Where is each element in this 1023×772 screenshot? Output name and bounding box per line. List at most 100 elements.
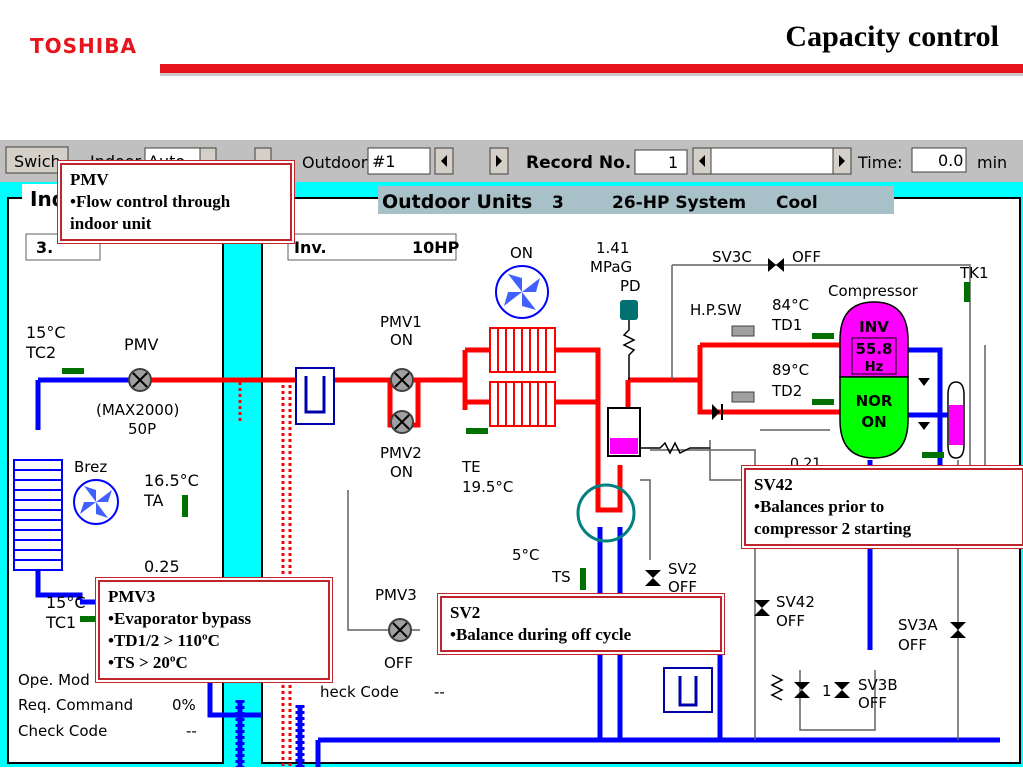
switch-button-label: Swich [14, 152, 61, 171]
sv3c-valve-right [776, 258, 784, 272]
outdoor-header-system: 26-HP System [612, 193, 746, 213]
callout-pmv: PMV •Flow control through indoor unit [60, 163, 292, 241]
outdoor-header-count: 3 [552, 193, 564, 213]
sv2-label: SV2 [668, 560, 697, 578]
ope-mode-label: Ope. Mod [18, 671, 90, 689]
sub-accumulator-u-tube [678, 676, 698, 707]
tc1-label: TC1 [45, 613, 76, 632]
pmv2-label: PMV2 [380, 444, 422, 462]
tk1-tank-level [949, 405, 963, 445]
slide-title: Capacity control [785, 20, 999, 53]
outdoor-fan-blade [508, 274, 522, 292]
time-label: Time: [857, 153, 903, 172]
sv42-label: SV42 [776, 593, 815, 611]
sv3a-valve-lower [950, 630, 966, 638]
pmv1-label: PMV1 [380, 313, 422, 331]
hpsw-label: H.P.SW [690, 301, 742, 319]
inv-comp-label: INV [859, 318, 889, 336]
sv3a-state: OFF [898, 636, 927, 654]
sv3b-check-valve-lower [794, 690, 810, 698]
oil-check-valve2-icon [918, 422, 930, 430]
record-prev-arrow-icon [699, 155, 705, 167]
outdoor-label: Outdoor [302, 153, 368, 172]
pressure-unit: MPaG [590, 258, 632, 276]
tc1-temp: 15°C [46, 593, 86, 612]
record-label: Record No. [526, 153, 631, 173]
fan-on-label: ON [510, 244, 533, 262]
callout-sv2-line: •Balance during off cycle [450, 625, 632, 644]
td3-sensor-icon [922, 452, 944, 458]
sv2-state: OFF [668, 578, 697, 596]
sv3b-valve-lower [834, 690, 850, 698]
sv3b-valve-icon [834, 682, 850, 690]
accumulator-u-tube [304, 376, 326, 414]
indoor-check-code-label: Check Code [18, 722, 107, 740]
sv3c-valve-icon [768, 258, 776, 272]
indoor-fan-blade [96, 502, 108, 518]
tc2-temp: 15°C [26, 323, 66, 342]
time-unit: min [977, 153, 1007, 172]
header-red-rule [160, 64, 1023, 73]
indoor-coil-icon [13, 459, 63, 571]
hpsw-icon [731, 325, 755, 337]
nor-compressor-icon [839, 376, 909, 459]
compressor-label: Compressor [828, 282, 919, 300]
indoor-check-code-value: -- [186, 722, 197, 740]
indoor-pressure: 0.25 [144, 557, 180, 576]
brez-label: Brez [74, 458, 107, 476]
inv-label: Inv. [294, 238, 327, 257]
record-input-value: 1 [668, 153, 678, 172]
tk1-sensor-icon [964, 282, 970, 302]
te-label: TE [461, 458, 481, 476]
inv-freq: 55.8 [855, 340, 892, 358]
outdoor-select[interactable] [367, 147, 431, 175]
pmv-label: PMV [124, 335, 158, 354]
check-valve-icon [712, 404, 720, 420]
switch-button[interactable] [5, 146, 69, 174]
oil-separator-level [610, 438, 638, 454]
pd-sensor-spring [622, 320, 636, 380]
record-input[interactable] [634, 149, 688, 175]
sv42-state: OFF [776, 612, 805, 630]
callout-sv2-title: SV2 [450, 603, 481, 622]
heat-exchanger-icon [576, 483, 636, 543]
callout-sv42: SV42 •Balances prior to compressor 2 sta… [744, 468, 1023, 546]
tc2-label: TC2 [25, 343, 56, 362]
sv42-valve-icon [754, 600, 770, 608]
tc2-sensor-icon [62, 368, 84, 374]
outdoor-fan-blade [522, 292, 536, 310]
pmv2-valve-cross [394, 414, 410, 430]
req-command-label: Req. Command [18, 696, 133, 714]
toshiba-logo: TOSHIBA [30, 34, 137, 58]
indoor-title-bg [22, 184, 58, 210]
sv3c-state: OFF [792, 248, 821, 266]
inv-compressor-icon [839, 301, 909, 378]
pmv-max: (MAX2000) [96, 401, 179, 419]
sv3a-valve-icon [950, 622, 966, 630]
sv2-valve-icon [645, 570, 661, 578]
pd-label: PD [620, 277, 641, 295]
callout-sv42-title: SV42 [754, 475, 793, 494]
td1-temp: 84°C [772, 296, 809, 314]
record-scrollbar[interactable] [710, 147, 834, 175]
hpsw2-icon [731, 391, 755, 403]
callout-pmv3-line: •TD1/2 > 110ºC [108, 631, 220, 650]
sv3a-label: SV3A [898, 616, 938, 634]
outdoor-fan-blade [504, 292, 522, 306]
callout-pmv-line: •Flow control through [70, 192, 231, 211]
sv3b-prefix: 1 [822, 682, 832, 700]
outdoor-header-title: Outdoor Units [382, 191, 532, 213]
record-next-arrow-icon [839, 155, 845, 167]
indoor-fan-blade [96, 490, 112, 502]
time-input[interactable] [911, 147, 967, 173]
ta-sensor-icon [182, 495, 188, 517]
pmv1-valve-cross [394, 372, 410, 388]
pd-sensor-icon [620, 300, 638, 320]
indoor-fan-blade [84, 486, 96, 502]
pmv2-state: ON [390, 463, 413, 481]
callout-pmv3-title: PMV3 [108, 587, 156, 606]
sv3b-label: SV3B [858, 676, 898, 694]
pmv3-valve-cross [392, 622, 408, 638]
ta-label: TA [143, 491, 164, 510]
dashed-blue-lines [235, 700, 305, 767]
